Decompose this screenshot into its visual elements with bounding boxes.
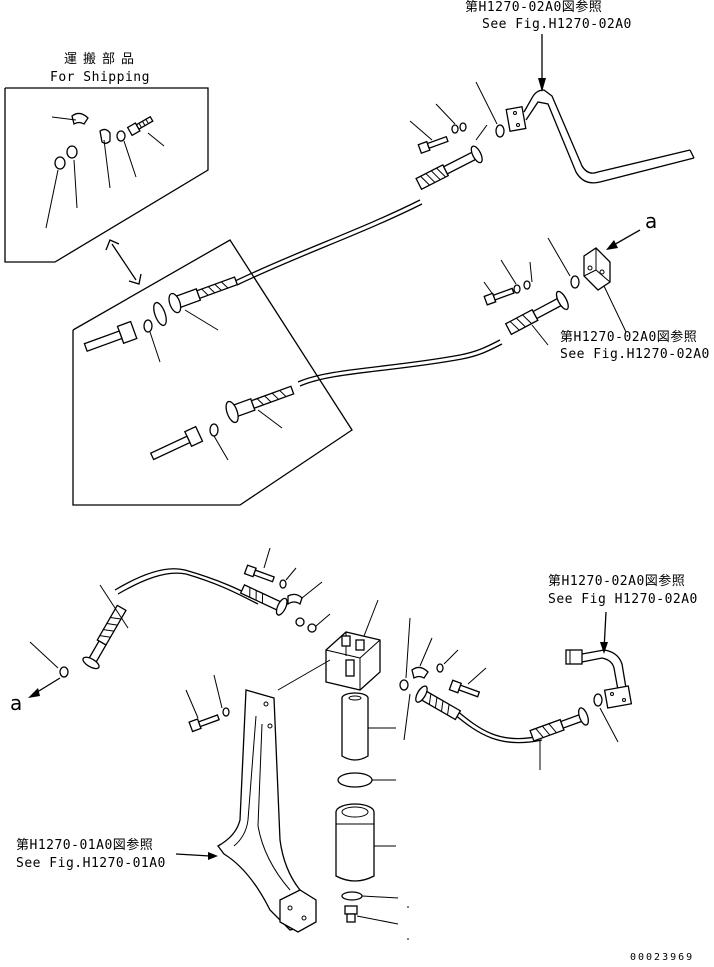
hose-exploded-lower (149, 339, 503, 461)
ref-mid-jp: 第H1270-02A0図参照 (560, 330, 698, 345)
exploded-hose-box (72, 239, 353, 506)
shipping-parts-box (4, 87, 209, 263)
pipe-lower-right (565, 611, 633, 709)
hose-right-middle (483, 229, 641, 346)
filter-head (277, 599, 381, 691)
shipping-title-jp: 運搬部品 (64, 52, 141, 67)
pipe-top-right (505, 89, 695, 184)
drain-plug (341, 891, 409, 940)
hose-fitting-lower-mid (239, 547, 331, 633)
connector-a-top: a (645, 209, 658, 233)
block-fitting (583, 247, 611, 291)
hose-lower-left (28, 568, 261, 698)
hose-fitting-exploded-upper (83, 276, 239, 363)
filter-case (335, 803, 396, 882)
hose-lower-right (399, 617, 619, 770)
arrow-icon-top (538, 34, 546, 92)
ref-left-en: See Fig.H1270-01A0 (16, 856, 166, 871)
ref-right-jp: 第H1270-02A0図参照 (548, 574, 686, 589)
filter-element (341, 692, 396, 761)
ref-top-jp: 第H1270-02A0図参照 (465, 0, 603, 15)
connector-a-bottom: a (10, 691, 23, 715)
drawing-number: 00023969 (630, 952, 695, 963)
shipping-title-en: For Shipping (50, 70, 150, 85)
ref-top-en: See Fig.H1270-02A0 (482, 17, 632, 32)
hose-upper (234, 81, 505, 286)
shipping-small-parts (45, 112, 165, 229)
double-arrow-icon (105, 239, 142, 285)
filter-bracket (175, 674, 317, 933)
ref-left-jp: 第H1270-01A0図参照 (16, 838, 154, 853)
ref-mid-en: See Fig.H1270-02A0 (560, 347, 710, 362)
ref-right-en: See Fig H1270-02A0 (548, 592, 698, 607)
filter-o-ring (337, 772, 396, 788)
